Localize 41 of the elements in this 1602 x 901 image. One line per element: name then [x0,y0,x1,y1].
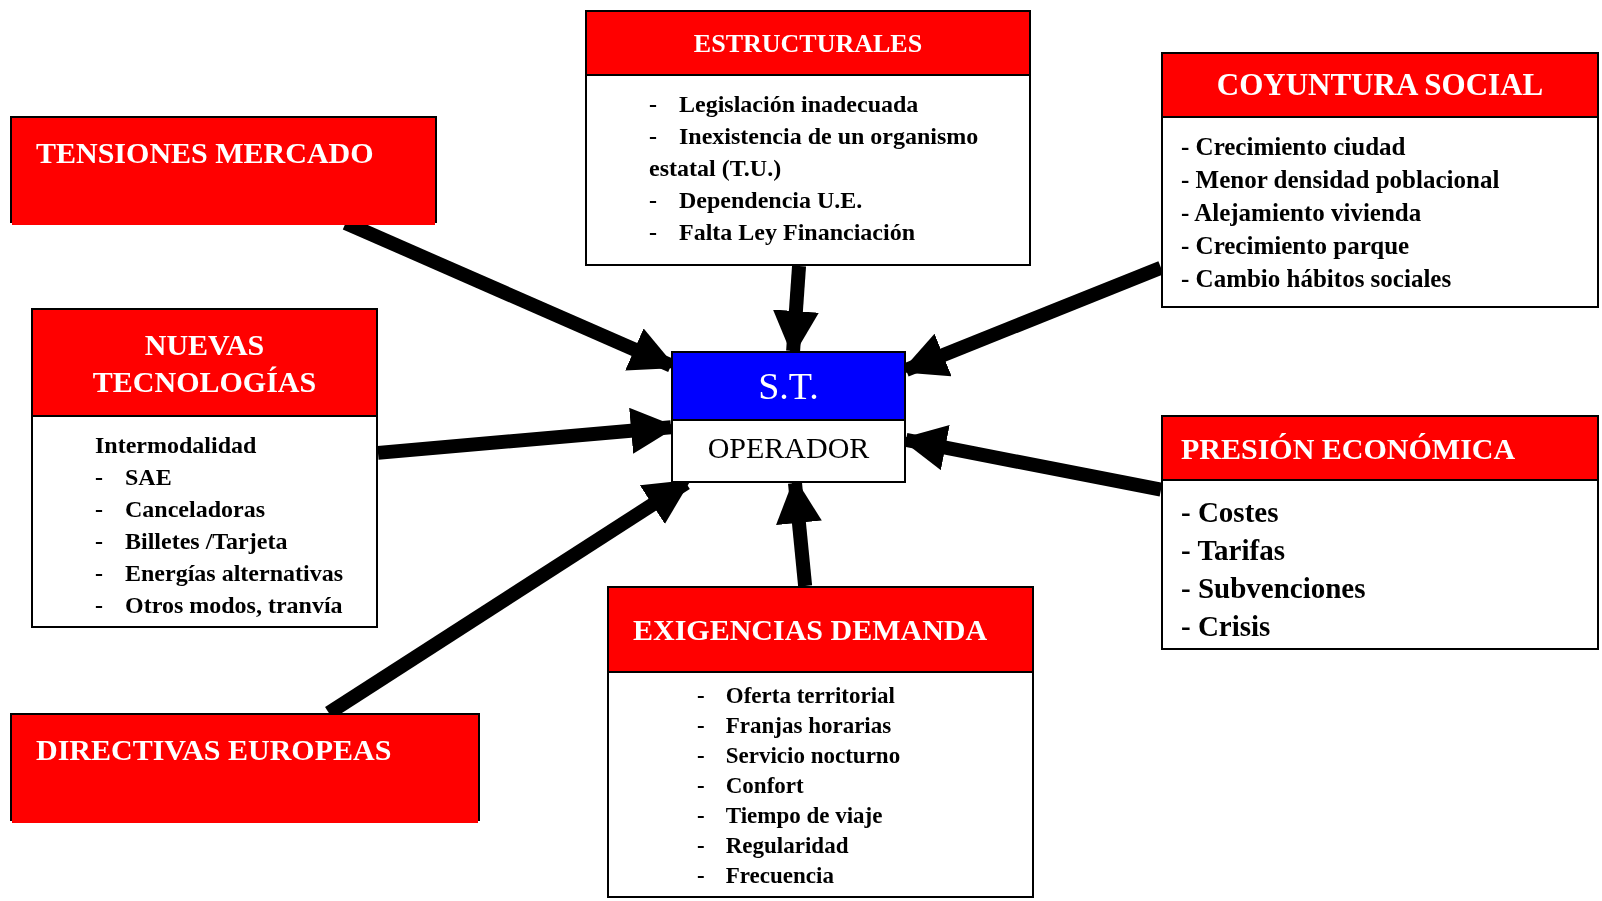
list-item: - Franjas horarias [697,712,893,740]
list-item: - Frecuencia [697,862,835,890]
list-item: - Costes [1181,495,1280,530]
list-item: - Alejamiento vivienda [1181,198,1423,228]
list-item: - Energías alternativas [95,559,344,588]
list-item: - Confort [697,772,805,800]
list-item: - Crisis [1181,609,1272,644]
header-title: EXIGENCIAS DEMANDA [632,612,989,647]
header-title: S.T. [757,363,820,409]
header-title: COYUNTURA SOCIAL [1215,65,1545,104]
list-item: - Billetes /Tarjeta [95,527,289,556]
list-item: - Tiempo de viaje [697,802,884,830]
list-item: - Crecimiento ciudad [1181,132,1407,162]
list-item: - Crecimiento parque [1181,231,1411,261]
list-item: Intermodalidad [95,431,258,460]
list-item: - Legislación inadecuada [649,90,920,119]
header-title: PRESIÓN ECONÓMICA [1180,430,1517,467]
list-item: - Tarifas [1181,533,1286,568]
category-box [585,10,1031,266]
list-item: - Subvenciones [1181,571,1367,606]
list-item: - Oferta territorial [697,682,896,710]
category-box [607,586,1034,898]
list-item: - Inexistencia de un organismo estatal (T.U.) [649,122,980,183]
header-title: NUEVAS TECNOLOGÍAS [91,326,318,400]
list-item: - Falta Ley Financiación [649,218,916,247]
header-title: DIRECTIVAS EUROPEAS [36,732,393,768]
category-box [1161,415,1599,650]
list-item: - Cambio hábitos sociales [1181,264,1453,294]
category-box [31,308,378,628]
list-item: - SAE [95,463,173,492]
header-title: TENSIONES MERCADO [36,135,375,171]
list-item: - Regularidad [697,832,850,860]
list-item: - Menor densidad poblacional [1181,165,1501,195]
header-title: ESTRUCTURALES [692,27,924,60]
category-box [671,351,906,483]
list-item: - Otros modos, tranvía [95,591,344,620]
list-item: OPERADOR [706,430,871,466]
list-item: - Dependencia U.E. [649,186,864,215]
category-box [1161,52,1599,308]
list-item: - Canceladoras [95,495,266,524]
list-item: - Servicio nocturno [697,742,902,770]
